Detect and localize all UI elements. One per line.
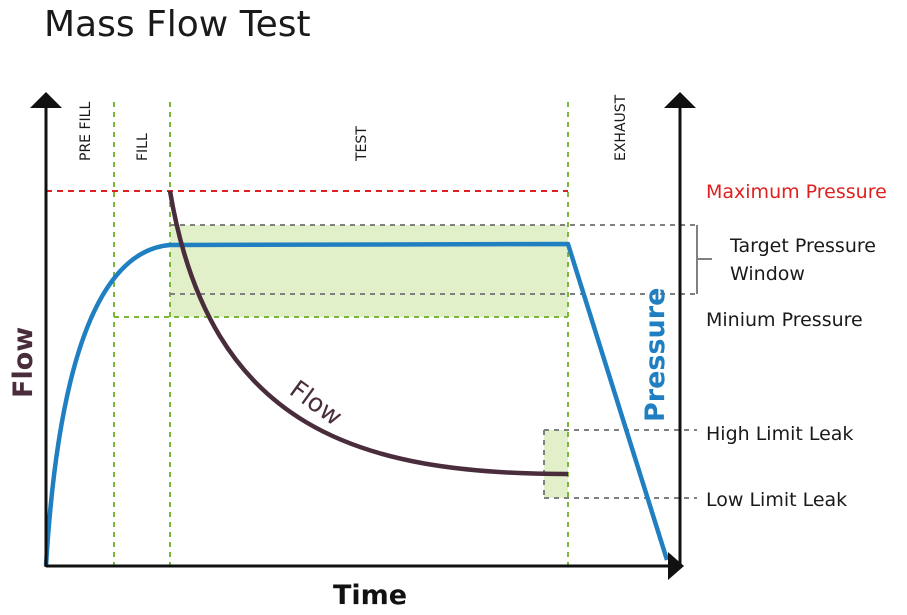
minimum-pressure-label: Minium Pressure — [706, 309, 863, 331]
phase-label-test: TEST — [354, 126, 370, 162]
phase-label-exhaust: EXHAUST — [613, 94, 629, 161]
bottom-axis-label: Time — [333, 580, 407, 611]
right-axis-label: Pressure — [640, 288, 671, 422]
page-title: Mass Flow Test — [44, 4, 311, 45]
target-window-label-line1: Target Pressure — [729, 235, 876, 257]
target-window-region — [170, 225, 568, 317]
target-window-label-line2: Window — [730, 263, 805, 285]
left-axis-label: Flow — [8, 327, 39, 398]
low-limit-leak-label: Low Limit Leak — [706, 489, 847, 511]
leak-limit-region — [544, 430, 568, 498]
maximum-pressure-label: Maximum Pressure — [706, 181, 887, 203]
flow-curve — [167, 190, 569, 477]
left-axis-arrow-icon — [30, 92, 62, 108]
phase-label-fill: FILL — [135, 133, 151, 161]
target-window-bracket — [696, 225, 712, 294]
right-axis-arrow-icon — [664, 92, 696, 108]
phase-label-prefill: PRE FILL — [78, 102, 94, 161]
flow-curve-label: Flow — [284, 374, 347, 431]
bottom-axis-arrow-icon — [668, 552, 684, 580]
high-limit-leak-label: High Limit Leak — [706, 423, 853, 445]
pressure-curve — [43, 241, 670, 567]
